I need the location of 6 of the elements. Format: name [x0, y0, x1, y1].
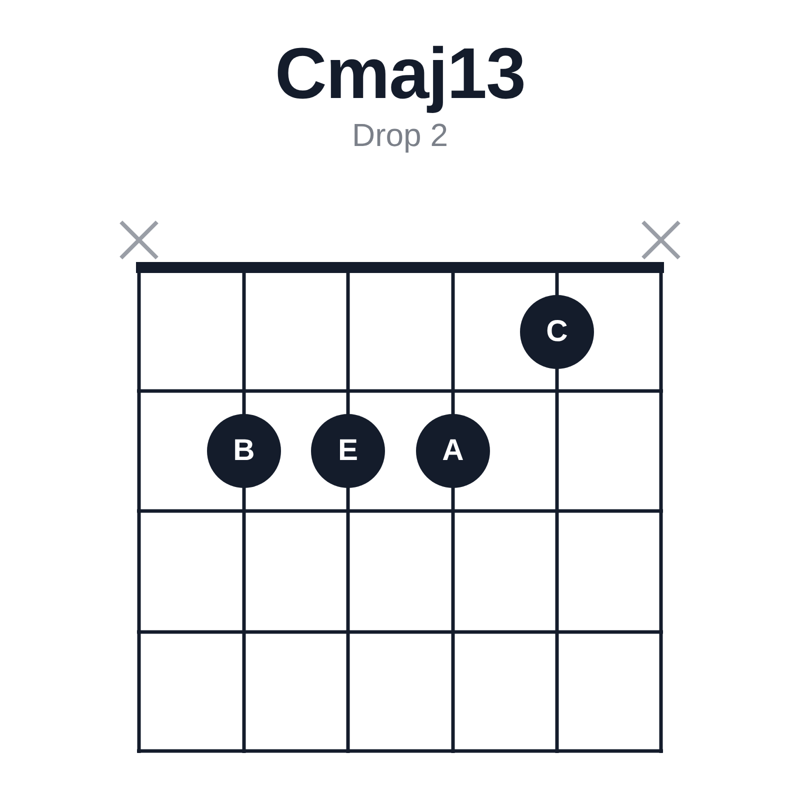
finger-dot: A: [416, 414, 490, 488]
finger-dot: B: [207, 414, 281, 488]
chord-title: Cmaj13: [274, 33, 526, 116]
finger-dot: C: [520, 294, 594, 368]
chord-subtitle: Drop 2: [350, 116, 450, 154]
finger-dot: E: [311, 414, 385, 488]
